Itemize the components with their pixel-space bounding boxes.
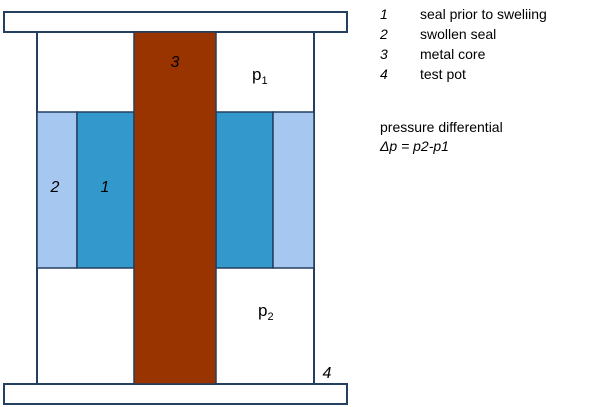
top-plate [3, 11, 348, 33]
legend: 1 seal prior to sweliing 2 swollen seal 3 m… [380, 4, 547, 84]
legend-number: 4 [380, 66, 388, 82]
legend-item-4: 4 test pot [380, 64, 547, 84]
legend-item-1: 1 seal prior to sweliing [380, 4, 547, 24]
label-test-pot: 4 [323, 365, 332, 382]
p1-base: p [252, 65, 261, 84]
pressure-note: pressure differential Δp = p2-p1 [380, 118, 503, 156]
pressure-title: pressure differential [380, 119, 503, 135]
label-p2: p2 [258, 301, 274, 323]
legend-text: swollen seal [420, 26, 497, 42]
p2-subscript: 2 [267, 311, 273, 323]
left-seal-prior [36, 111, 78, 269]
p2-base: p [258, 301, 267, 320]
metal-core [133, 31, 217, 385]
left-swollen-seal [76, 111, 135, 269]
legend-text: seal prior to sweliing [420, 6, 547, 22]
label-swollen-seal: 1 [101, 179, 110, 196]
right-seal-prior [272, 111, 315, 269]
label-seal-prior: 2 [50, 179, 60, 196]
legend-text: metal core [420, 46, 486, 62]
right-swollen-seal [215, 111, 274, 269]
label-p1: p1 [252, 65, 268, 87]
p1-subscript: 1 [261, 75, 267, 87]
legend-item-2: 2 swollen seal [380, 24, 547, 44]
legend-item-3: 3 metal core [380, 44, 547, 64]
legend-number: 2 [380, 26, 388, 42]
label-metal-core: 3 [171, 54, 180, 71]
legend-text: test pot [420, 66, 466, 82]
pressure-formula: Δp = p2-p1 [380, 138, 449, 154]
bottom-plate [3, 383, 348, 405]
legend-number: 3 [380, 46, 388, 62]
legend-number: 1 [380, 6, 388, 22]
